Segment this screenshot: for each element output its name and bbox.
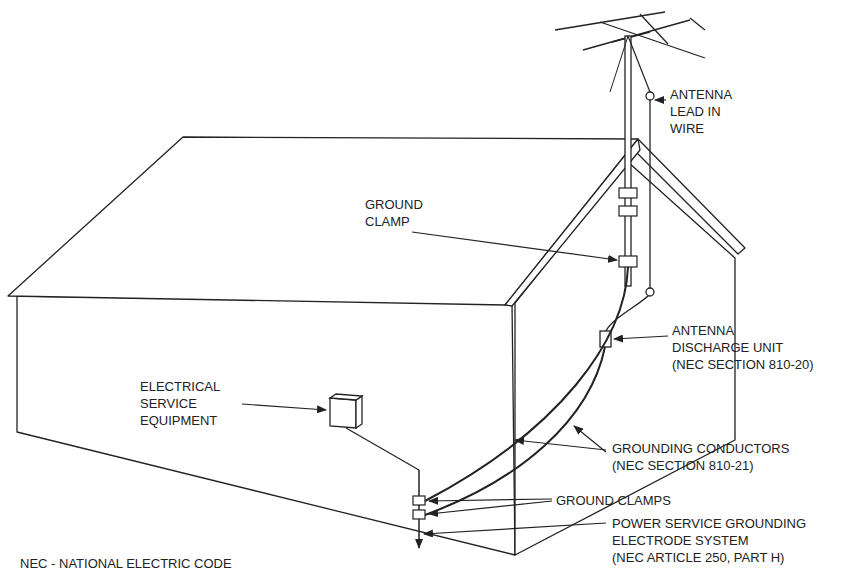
code-reference: (NEC SECTION 810-20) [672, 356, 814, 373]
antenna-mast [610, 36, 650, 286]
ground-rod [418, 519, 420, 548]
callout-label: ANTENNA LEAD IN WIRE [670, 86, 750, 137]
roof-edge [632, 139, 745, 254]
callout-label: POWER SERVICE GROUNDING ELECTRODE SYSTEM [612, 515, 832, 549]
lead-in-wire [606, 92, 654, 331]
callout-label: GROUND CLAMPS [556, 492, 671, 509]
code-reference: (NEC SECTION 810-21) [612, 457, 754, 474]
roof-edge [505, 139, 640, 306]
mast-straps [619, 188, 637, 267]
code-reference: (NEC ARTICLE 250, PART H) [612, 549, 784, 566]
callout-label: ELECTRICAL SERVICE EQUIPMENT [140, 378, 240, 429]
callout-label: GROUND CLAMP [365, 196, 437, 230]
roof [8, 137, 638, 305]
callout-label: ANTENNA DISCHARGE UNIT [672, 322, 812, 356]
service-box [330, 394, 362, 428]
note-text: NEC - NATIONAL ELECTRIC CODE [20, 555, 232, 572]
leader-arrows [242, 100, 668, 534]
grounding-conductors [425, 267, 628, 515]
front-wall [17, 296, 515, 555]
ground-clamps [413, 496, 425, 519]
callout-label: GROUNDING CONDUCTORS [612, 440, 789, 457]
